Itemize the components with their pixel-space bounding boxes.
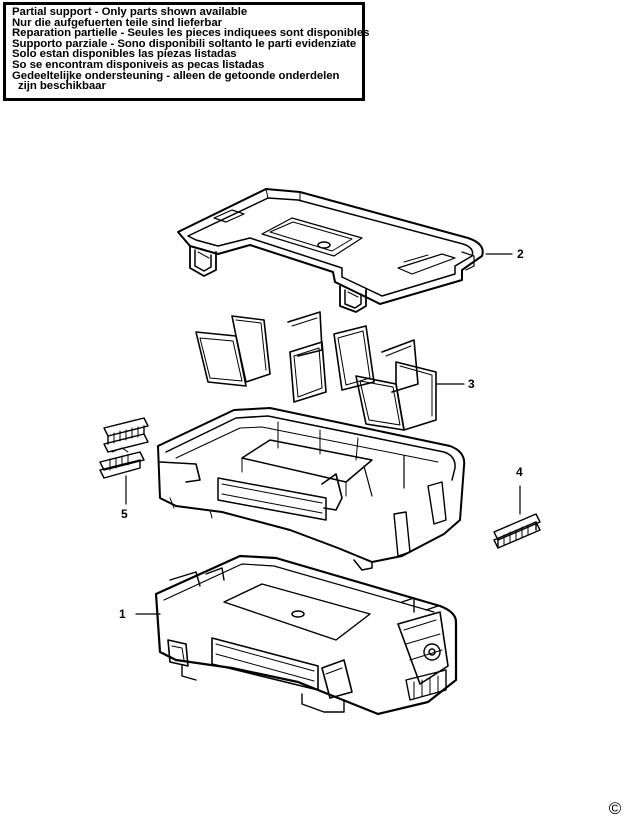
notice-line: So se encontram disponiveis as pecas lis… <box>12 58 265 71</box>
callout-part-2: 2 <box>517 247 524 261</box>
callout-part-3: 3 <box>468 377 475 391</box>
partial-support-notice: Partial support - Only parts shown avail… <box>3 2 370 101</box>
callout-part-5: 5 <box>121 507 128 521</box>
notice-line: zijn beschikbaar <box>18 80 106 93</box>
notice-line: Solo estan disponibles las piezas listad… <box>12 48 237 61</box>
notice-line: Gedeeltelijke ondersteuning - alleen de … <box>12 69 340 82</box>
notice-line: Partial support - Only parts shown avail… <box>12 6 248 18</box>
copyright-symbol: © <box>608 799 622 818</box>
notice-line: Nur die aufgefuerten teile sind lieferba… <box>12 16 222 29</box>
callout-part-4: 4 <box>516 465 523 479</box>
callout-part-1: 1 <box>119 607 126 621</box>
notice-line: Reparation partielle - Seules les pieces… <box>12 27 370 40</box>
leader-lines <box>125 253 521 615</box>
notice-line: Supporto parziale - Sono disponibili sol… <box>12 37 357 50</box>
divider-panels <box>195 311 437 431</box>
base-box <box>154 554 458 716</box>
lid-frame <box>177 188 484 313</box>
single-clip <box>493 513 541 549</box>
organizer-tray <box>157 407 466 571</box>
clip-pair <box>99 417 149 479</box>
